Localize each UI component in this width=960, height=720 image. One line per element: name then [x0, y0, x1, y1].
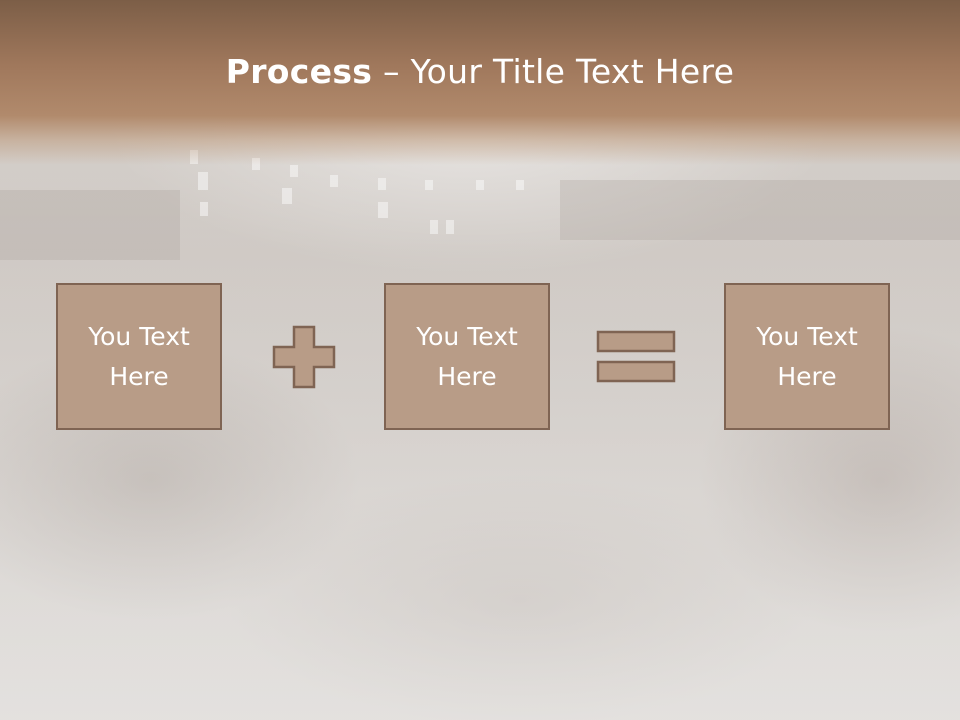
- slide-title: Process – Your Title Text Here: [0, 52, 960, 91]
- process-box-3[interactable]: You Text Here: [724, 283, 890, 430]
- plus-icon: [272, 325, 336, 389]
- title-band: [0, 0, 960, 165]
- title-rest-part: – Your Title Text Here: [372, 52, 735, 91]
- process-box-2[interactable]: You Text Here: [384, 283, 550, 430]
- process-box-1[interactable]: You Text Here: [56, 283, 222, 430]
- process-box-3-text: You Text Here: [756, 321, 858, 391]
- process-box-2-text: You Text Here: [416, 321, 518, 391]
- equals-icon: [596, 330, 676, 383]
- title-bold-part: Process: [225, 52, 373, 91]
- process-box-1-text: You Text Here: [88, 321, 190, 391]
